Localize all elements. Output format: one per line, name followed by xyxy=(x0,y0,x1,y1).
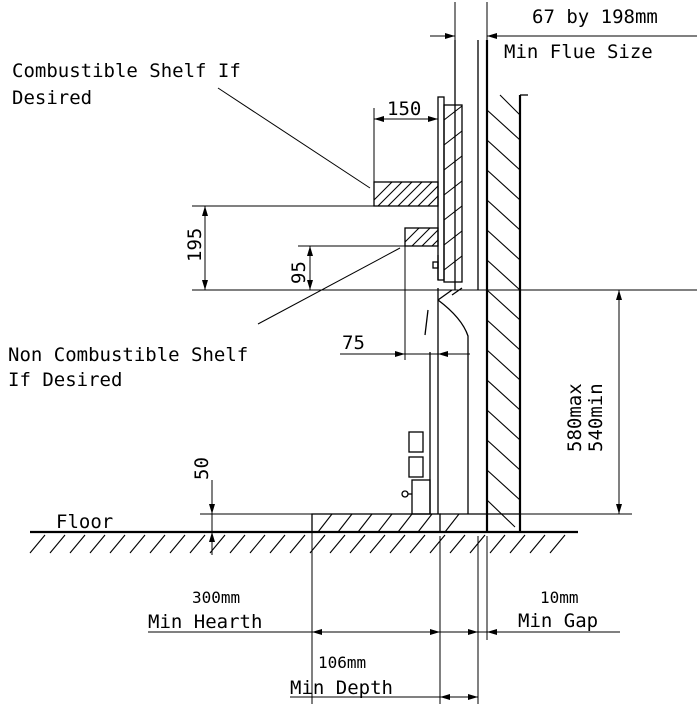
depth-label-1: 106mm xyxy=(318,653,366,672)
shelf-width-dimension: 150 xyxy=(373,98,438,182)
combustible-shelf-label-1: Combustible Shelf If xyxy=(12,60,241,82)
opening-min-label: 540min xyxy=(585,383,607,452)
hearth xyxy=(311,513,520,533)
shelf-annotations: Combustible Shelf If Desired Non Combust… xyxy=(8,60,248,391)
floor-label: Floor xyxy=(56,511,113,533)
wall-hatching xyxy=(486,94,521,528)
non-combustible-shelf xyxy=(404,227,439,247)
shelf-height-label: 195 xyxy=(184,228,206,262)
gap-label-1: 10mm xyxy=(540,588,579,607)
non-combustible-shelf-label-2: If Desired xyxy=(8,369,122,391)
leader-lines xyxy=(217,87,401,325)
hearth-label-2: Min Hearth xyxy=(148,611,262,633)
bottom-dimensions: 300mm Min Hearth 10mm Min Gap 106mm Min … xyxy=(148,514,620,704)
hearth-label-1: 300mm xyxy=(192,588,240,607)
opening-height-dimension: 580max 540min xyxy=(520,290,632,515)
shelf-width-label: 150 xyxy=(387,98,421,120)
flue-size-label-1: 67 by 198mm xyxy=(532,6,658,28)
opening-max-label: 580max xyxy=(564,383,586,452)
flue-size-label-2: Min Flue Size xyxy=(504,41,653,63)
depth-label-2: Min Depth xyxy=(290,677,393,699)
base-height-dimension: 50 xyxy=(191,457,312,555)
flue-size-dimension: 67 by 198mm Min Flue Size xyxy=(430,2,697,63)
wall xyxy=(485,40,528,532)
small-shelf-offset-label: 75 xyxy=(342,332,365,354)
small-shelf-height-label: 95 xyxy=(288,261,310,284)
flue xyxy=(454,40,479,290)
small-shelf-offset-dimension: 75 xyxy=(340,246,470,360)
shelf-height-dimension: 195 xyxy=(184,205,697,291)
non-combustible-shelf-label-1: Non Combustible Shelf xyxy=(8,344,248,366)
combustible-shelf-label-2: Desired xyxy=(12,87,92,109)
gap-label-2: Min Gap xyxy=(518,610,598,632)
fire-appliance xyxy=(401,287,469,515)
floor: Floor xyxy=(29,511,578,554)
floor-hatching xyxy=(29,534,566,554)
base-height-label: 50 xyxy=(191,457,213,480)
small-shelf-height-dimension: 95 xyxy=(288,245,405,290)
combustible-shelf xyxy=(373,181,439,207)
